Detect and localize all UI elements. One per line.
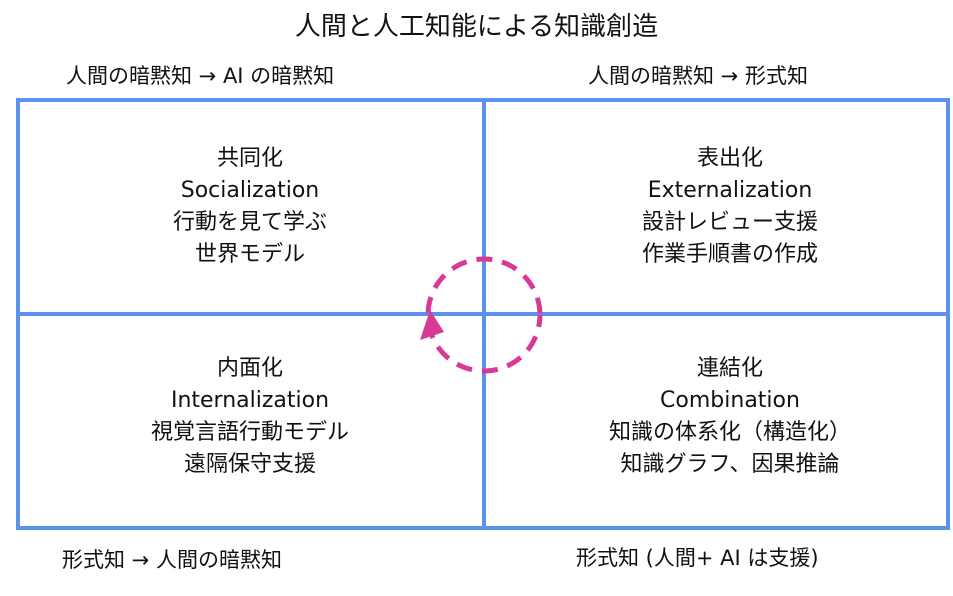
label-top-right: 人間の暗黙知 → 形式知 <box>588 64 808 88</box>
quadrant-english: Internalization <box>170 388 330 413</box>
label-bottom-left: 形式知 → 人間の暗黙知 <box>62 548 282 572</box>
quadrant-english: Socialization <box>180 178 320 203</box>
quadrant-line: 設計レビュー支援 <box>641 210 818 235</box>
quadrant-name: 表出化 <box>696 146 763 171</box>
quadrant-name: 内面化 <box>216 356 283 381</box>
quadrant-internalization: 内面化 Internalization 視覚言語行動モデル 遠隔保守支援 <box>100 353 400 481</box>
quadrant-english: Combination <box>660 388 800 413</box>
quadrant-line: 知識の体系化（構造化） <box>608 420 851 445</box>
quadrant-combination: 連結化 Combination 知識の体系化（構造化） 知識グラフ、因果推論 <box>560 353 900 481</box>
quadrant-line: 世界モデル <box>194 242 305 267</box>
quadrant-line: 遠隔保守支援 <box>183 452 316 477</box>
label-bottom-right: 形式知 (人間+ AI は支援) <box>576 546 819 570</box>
quadrant-externalization: 表出化 Externalization 設計レビュー支援 作業手順書の作成 <box>580 143 880 271</box>
grid-horizontal-divider <box>16 312 950 316</box>
quadrant-name: 共同化 <box>216 146 283 171</box>
quadrant-name: 連結化 <box>696 356 763 381</box>
quadrant-line: 作業手順書の作成 <box>641 242 818 267</box>
label-top-left: 人間の暗黙知 → AI の暗黙知 <box>66 64 335 88</box>
quadrant-socialization: 共同化 Socialization 行動を見て学ぶ 世界モデル <box>100 143 400 271</box>
diagram-title: 人間と人工知能による知識創造 <box>294 12 659 42</box>
quadrant-line: 視覚言語行動モデル <box>150 420 349 445</box>
quadrant-line: 知識グラフ、因果推論 <box>620 452 840 477</box>
quadrant-line: 行動を見て学ぶ <box>172 210 327 235</box>
quadrant-english: Externalization <box>647 178 813 203</box>
arrowhead-icon <box>420 310 444 340</box>
